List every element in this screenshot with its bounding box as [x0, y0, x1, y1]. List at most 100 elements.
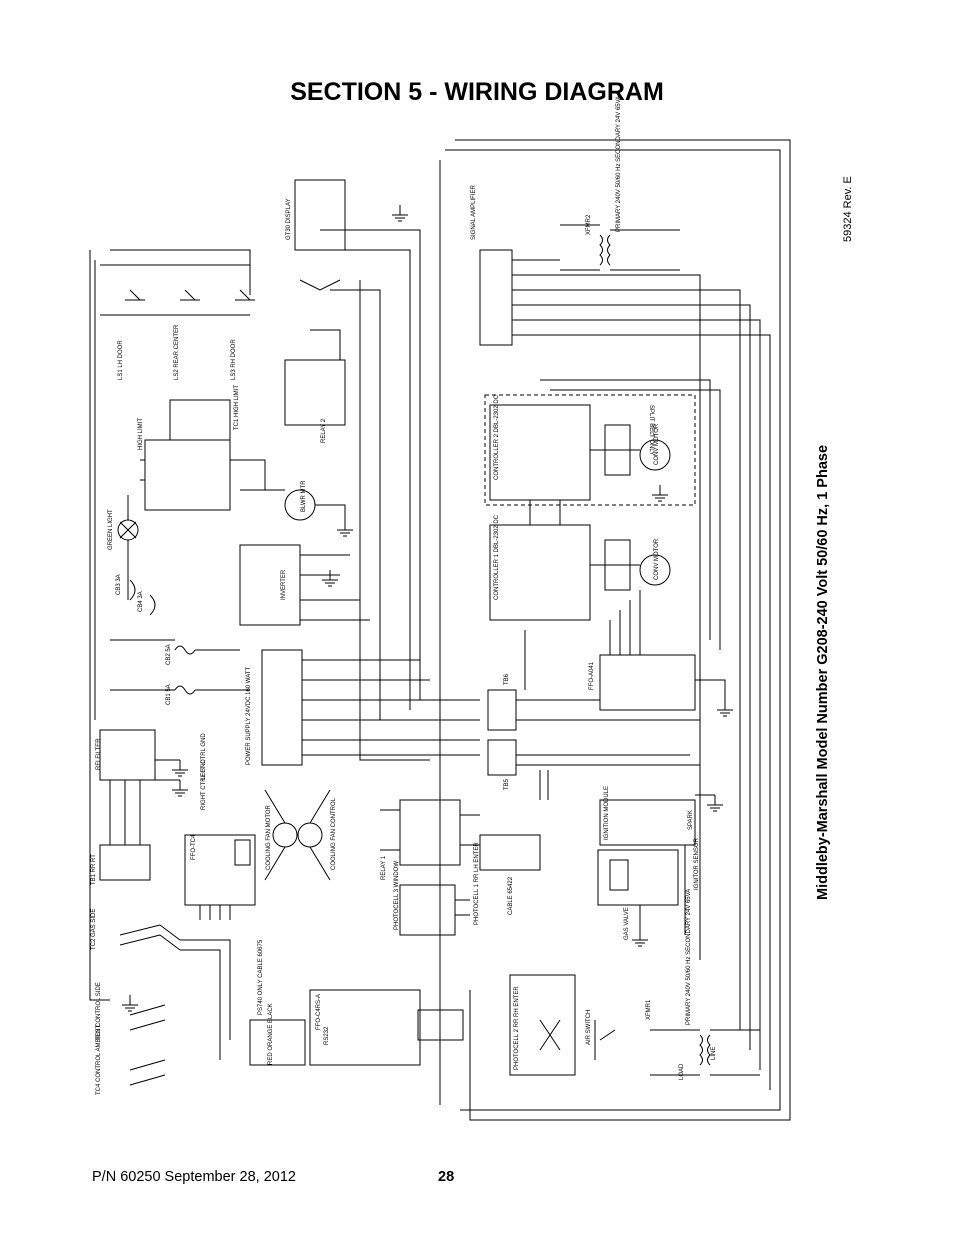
ground-symbol [632, 930, 648, 947]
tb1-label: TB1 RR RT [91, 854, 97, 885]
tb5-terminal [487, 739, 517, 776]
ffo-tc4-label: FFO-TC4 [191, 834, 197, 860]
tc2-label: TC2 GAS SIDE [91, 909, 97, 950]
wire-top-run [320, 229, 421, 700]
inverter-box [239, 544, 301, 626]
xfmr1-coil [699, 1034, 711, 1066]
spark-label: SPARK [688, 810, 694, 830]
tc2-probe [119, 924, 181, 951]
gas-valve-coil [609, 859, 629, 891]
photocell1-box [479, 834, 541, 871]
xfmr1-spec-label: PRIMARY 240V 50/60 Hz SECONDARY 24V 65VA [686, 889, 692, 1025]
tc3-probe [129, 1004, 166, 1031]
rs232-label: RS232 [324, 1026, 330, 1045]
photocell2-label: PHOTOCELL 2 RR RH ENTER [514, 986, 520, 1070]
wire-top-run-3 [359, 280, 430, 761]
tb5-label: TB5 [504, 778, 510, 790]
ground-symbol [717, 700, 733, 717]
cooling-fan-motor-label: COOLING FAN MOTOR [266, 804, 272, 870]
tc3-label: TC3 CONTROL SIDE [96, 982, 102, 1040]
wire-left-rail [89, 250, 110, 1001]
tc4-probe [129, 1059, 166, 1086]
ps740-cable-box [249, 1019, 306, 1066]
photocell2-box [509, 974, 576, 1076]
wire-outer-2 [445, 149, 781, 1111]
gas-valve-label: GAS VALVE [624, 907, 630, 940]
high-limit-module [144, 439, 231, 511]
ffo-c4rs-board [309, 989, 421, 1066]
cb2-label: CB2 5A [166, 644, 172, 665]
ground-symbol [172, 760, 188, 777]
ffo-c4rs-label: FFO-C4RS-A [316, 994, 322, 1030]
xfmr1-label: XFMR1 [646, 999, 652, 1020]
gas-valve-box [597, 849, 679, 906]
xfmr2-coil [599, 234, 611, 266]
air-switch [594, 1020, 616, 1060]
tc1-label: TC1 HIGH LIMIT [234, 385, 240, 430]
controller1-box [489, 524, 591, 621]
load-label: LOAD [679, 1063, 685, 1080]
ps740-label: PS740 ONLY CABLE 60675 [258, 939, 264, 1015]
red-orange-black-label: RED ORANGE BLACK [268, 1003, 274, 1065]
ground-symbol [322, 570, 338, 587]
signal-amplifier-box [479, 249, 513, 346]
tc1-block [169, 399, 231, 441]
page-number: 28 [438, 1169, 455, 1185]
split-belt-region [484, 394, 696, 506]
conv-motor-1-label: CONV MOTOR [654, 538, 660, 580]
ignition-module-box [599, 799, 696, 846]
gt30-display-box [294, 179, 346, 251]
cb2-breaker [174, 645, 196, 655]
rfi-filter-label: RFI FILTER [96, 738, 102, 770]
blower-motor [284, 489, 316, 521]
conv-motor-2 [639, 439, 671, 471]
cb1-label: CB1 5A [166, 684, 172, 705]
ground-symbol [707, 795, 723, 812]
conv-motor-1 [639, 554, 671, 586]
photocell3-label: PHOTOCELL 3 WINDOW [394, 861, 400, 930]
ls3-contact [235, 289, 255, 301]
ls1-label: LS1 LH DOOR [118, 340, 124, 380]
split-belt-label: SPLIT BELT ONLY [648, 405, 654, 455]
footer-part-date: P/N 60250 September 28, 2012 [92, 1169, 296, 1185]
blwr-mtr-label: BLWR MTR [301, 480, 307, 512]
ground-symbol [652, 485, 668, 502]
cb3-label: CB3 3A [116, 574, 122, 595]
power-supply-box [261, 649, 303, 766]
cooling-fan-control [297, 822, 323, 848]
wire-mid-run [330, 289, 381, 720]
tc4-label: TC4 CONTROL AMBIENT [96, 1025, 102, 1095]
signal-amp-label: SIGNAL AMPLIFIER [471, 185, 477, 240]
xfmr2-label: XFMR2 [586, 214, 592, 235]
cooling-fan-control-label: COOLING FAN CONTROL [331, 797, 337, 870]
high-limit-label: HIGH LIMIT [138, 418, 144, 450]
ls2-label: LS2 REAR CENTER [174, 324, 180, 380]
conv-motor-2-label: CONV MOTOR [654, 423, 660, 465]
ffo-a041-label: FFO-A041 [589, 661, 595, 690]
tb1-terminal [99, 844, 151, 881]
left-ctrl-gnd-label: LEFT CTRL GND [201, 733, 207, 780]
relay1-box [399, 799, 461, 866]
controller2-box [489, 404, 591, 501]
ls-top-wires [100, 264, 250, 316]
ground-symbol [122, 995, 138, 1012]
tb6-label: TB6 [504, 673, 510, 685]
relay2-box [284, 359, 346, 426]
wire-top-run-2 [300, 249, 411, 710]
power-supply-label: POWER SUPPLY 24VDC 160 WATT [246, 667, 252, 765]
ground-symbol [392, 205, 408, 222]
air-switch-label: AIR SWITCH [586, 1010, 592, 1045]
rfi-filter-box [99, 729, 156, 781]
inverter-label: INVERTER [281, 569, 287, 600]
cable-65422-label: CABLE 65422 [508, 876, 514, 915]
cb4-breaker [149, 594, 156, 616]
wire-outer-top [455, 139, 791, 1121]
green-light-label: GREEN LIGHT [108, 509, 114, 550]
photocell1-label: PHOTOCELL 1 RR LH ENTER [474, 842, 480, 925]
ls2-contact [180, 289, 200, 301]
ground-symbol [172, 780, 188, 797]
page-title: SECTION 5 - WIRING DIAGRAM [290, 78, 664, 106]
cooling-fan-motor [272, 822, 298, 848]
gt30-label: GT30 DISPLAY [286, 198, 292, 240]
